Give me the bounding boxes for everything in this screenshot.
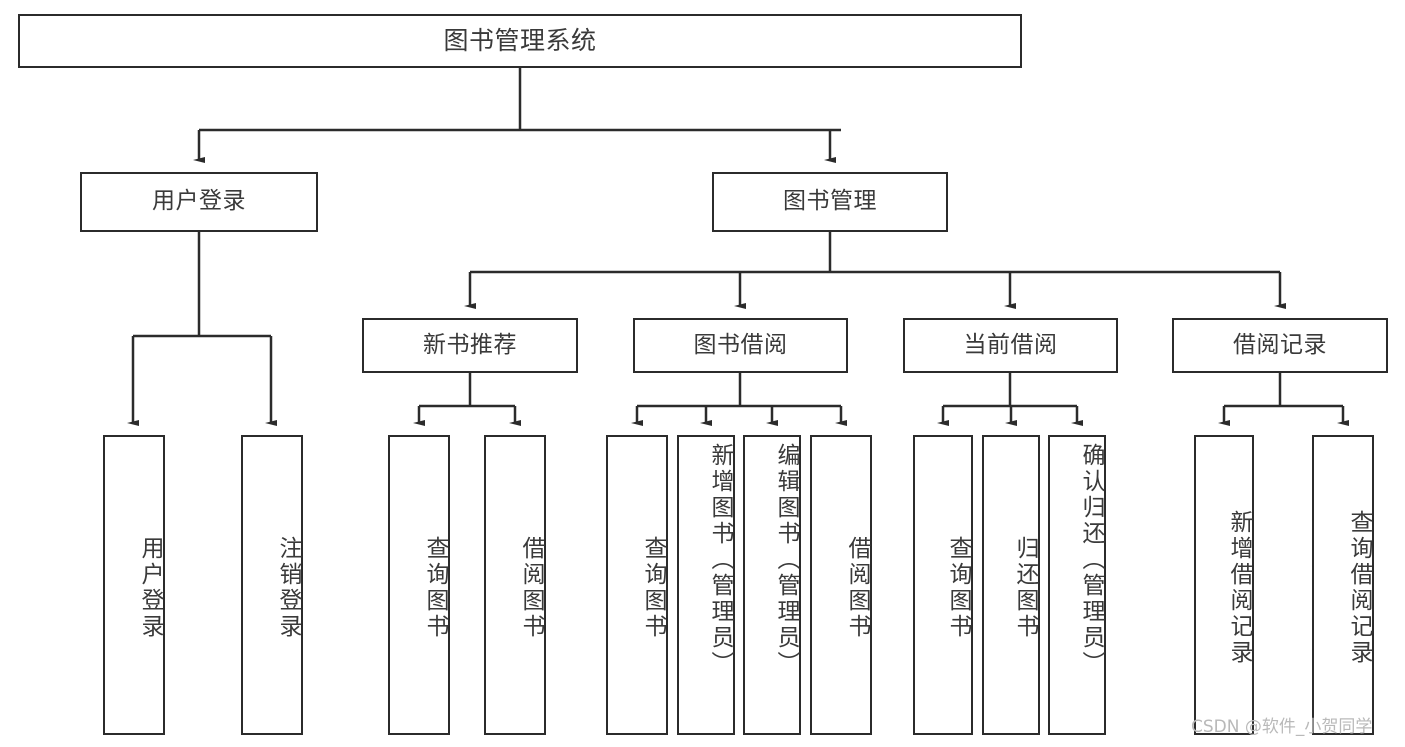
- node-leaf-query-borrow-record[interactable]: 查询借阅记录: [1312, 435, 1374, 735]
- node-leaf-borrow-book-recommend[interactable]: 借阅图书: [484, 435, 546, 735]
- node-leaf-edit-book[interactable]: 编辑图书（管理员）: [743, 435, 801, 735]
- node-leaf-user-login[interactable]: 用户登录: [103, 435, 165, 735]
- node-leaf-borrow-book[interactable]: 借阅图书: [810, 435, 872, 735]
- node-borrow-record[interactable]: 借阅记录: [1172, 318, 1388, 373]
- node-leaf-add-borrow-record[interactable]: 新增借阅记录: [1194, 435, 1254, 735]
- node-leaf-query-book-borrow[interactable]: 查询图书: [606, 435, 668, 735]
- node-user-login[interactable]: 用户登录: [80, 172, 318, 232]
- node-leaf-return-book[interactable]: 归还图书: [982, 435, 1040, 735]
- node-leaf-logout[interactable]: 注销登录: [241, 435, 303, 735]
- node-new-book-recommend[interactable]: 新书推荐: [362, 318, 578, 373]
- node-leaf-query-book-recommend[interactable]: 查询图书: [388, 435, 450, 735]
- node-root-system[interactable]: 图书管理系统: [18, 14, 1022, 68]
- node-leaf-query-book-current[interactable]: 查询图书: [913, 435, 973, 735]
- node-book-borrow[interactable]: 图书借阅: [633, 318, 848, 373]
- node-current-borrow[interactable]: 当前借阅: [903, 318, 1118, 373]
- node-book-manage[interactable]: 图书管理: [712, 172, 948, 232]
- csdn-watermark: CSDN @软件_小贺同学: [1191, 717, 1373, 737]
- node-leaf-add-book[interactable]: 新增图书（管理员）: [677, 435, 735, 735]
- node-leaf-confirm-return[interactable]: 确认归还（管理员）: [1048, 435, 1106, 735]
